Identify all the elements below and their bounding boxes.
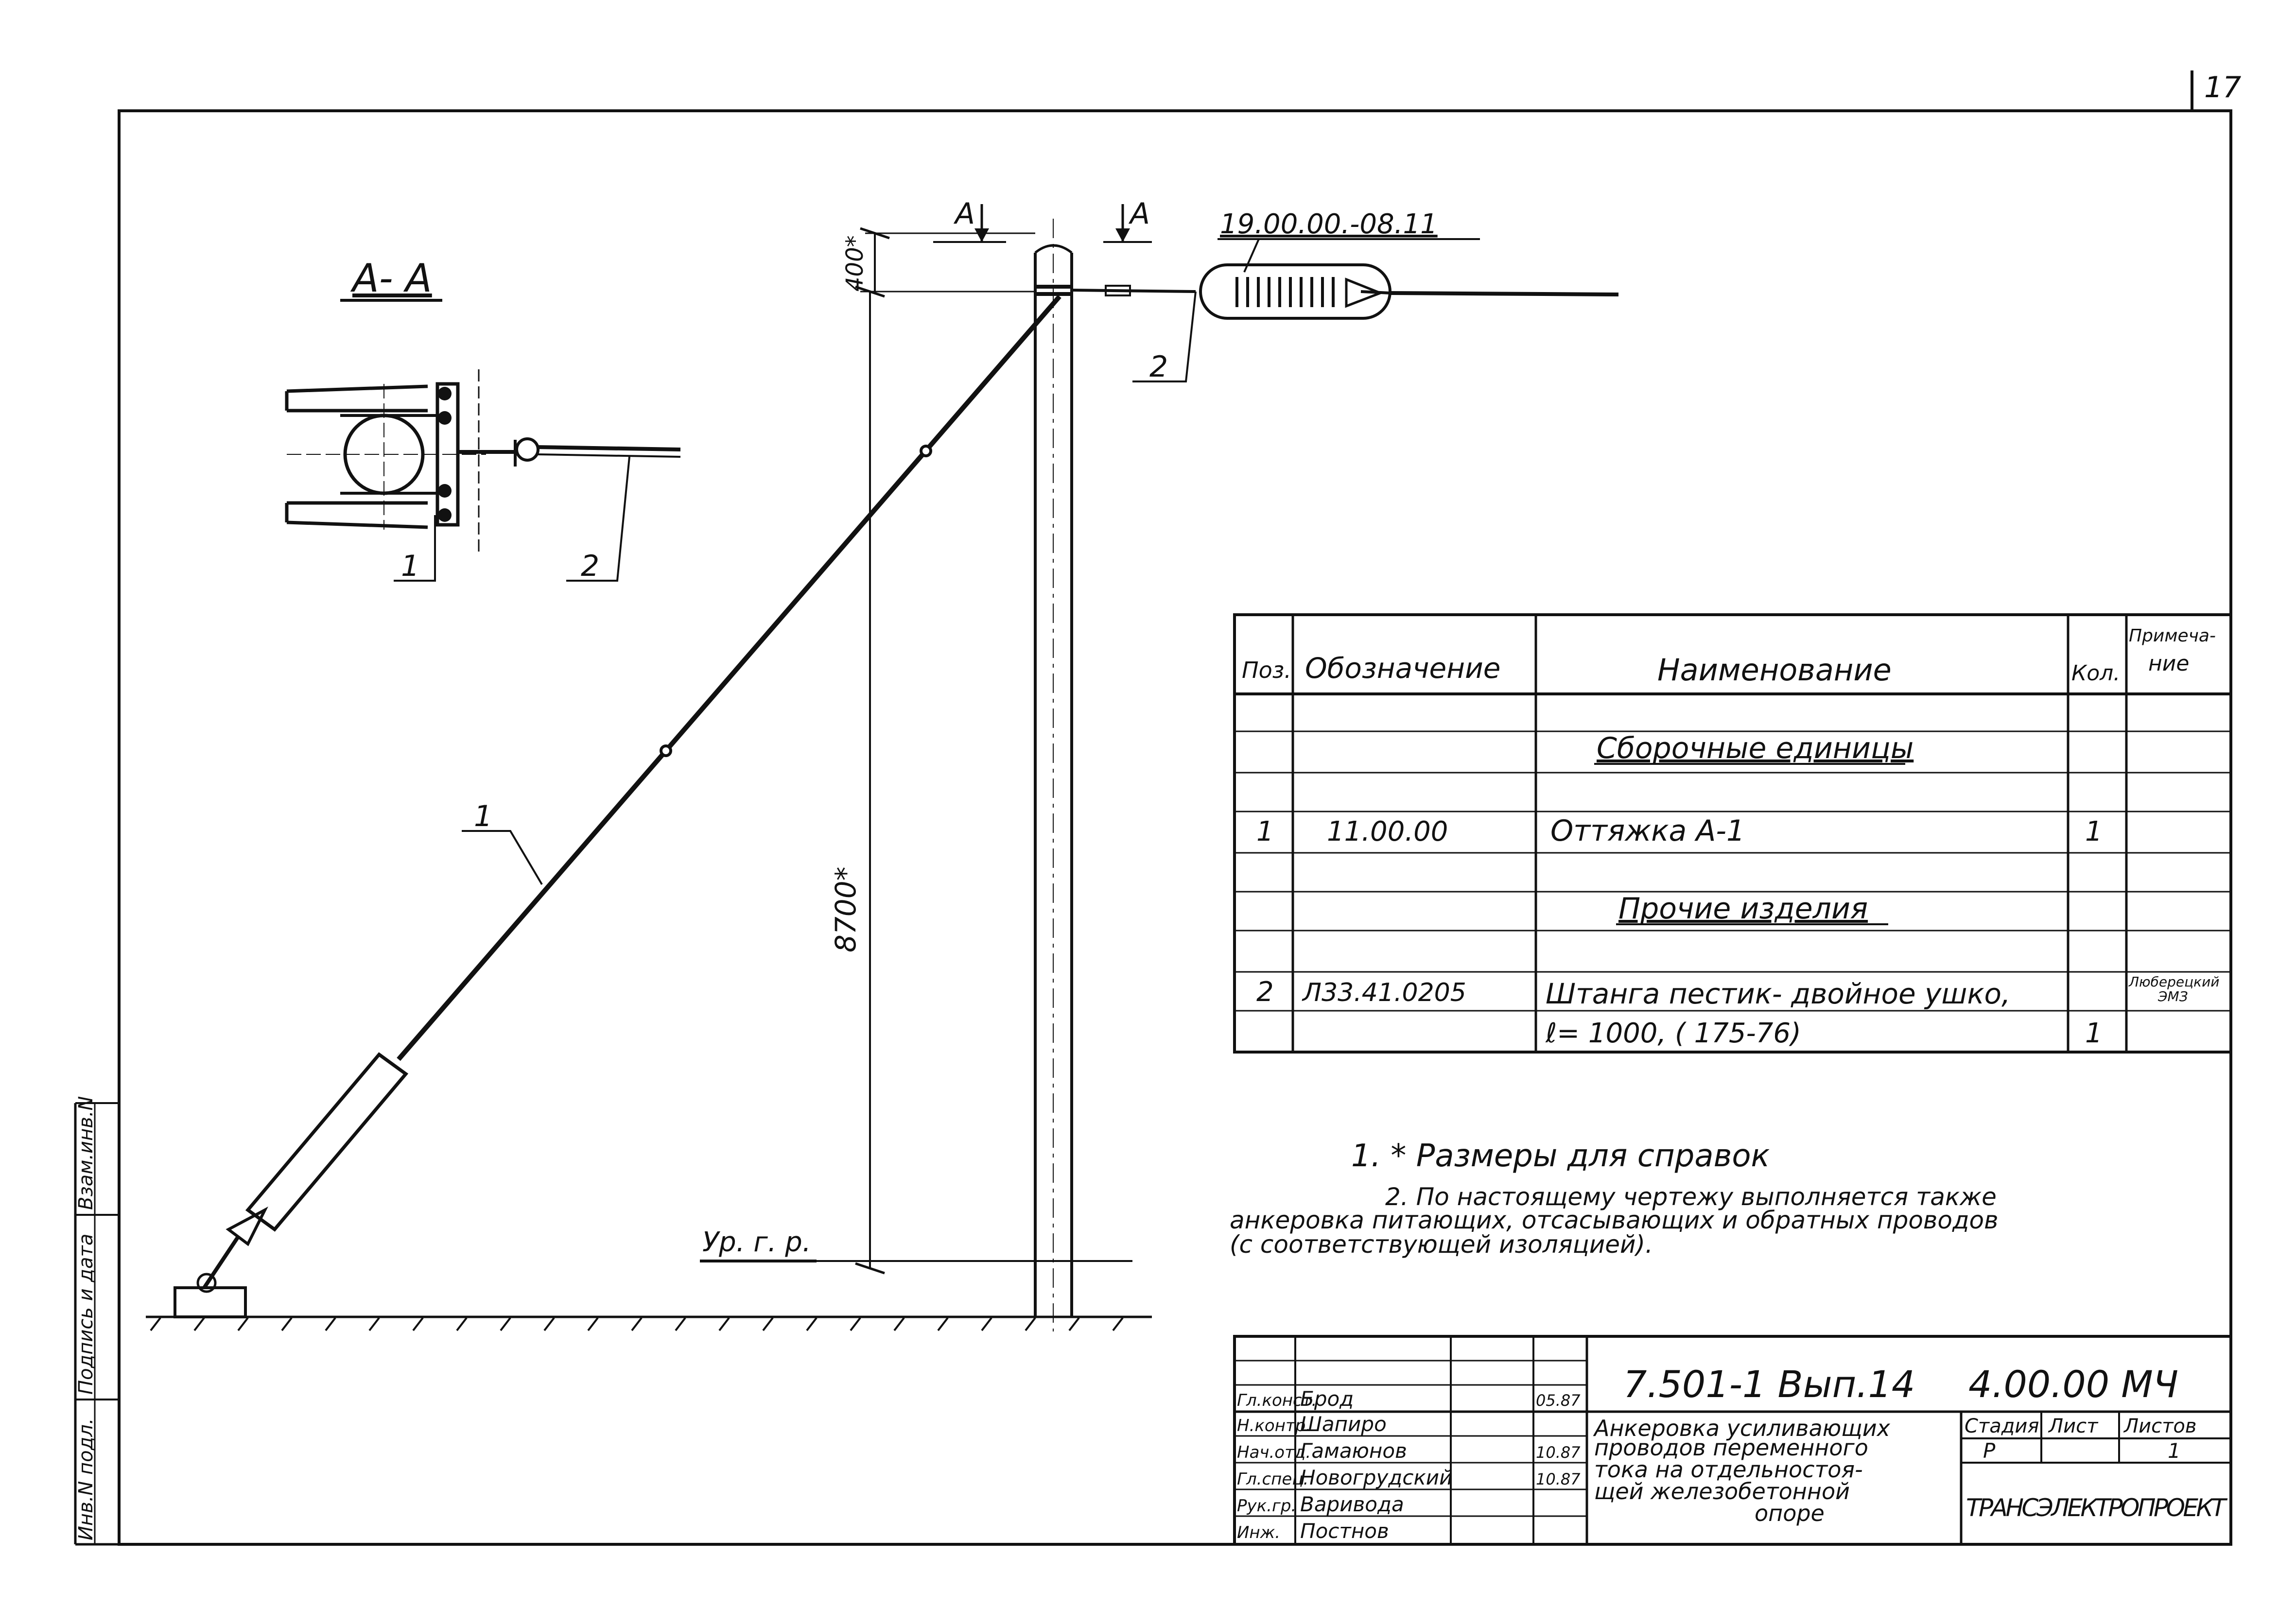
tb-name-4: Варивода — [1300, 1492, 1404, 1516]
tb-date-2: 10.87 — [1536, 1443, 1581, 1462]
tb-name-1: Шапиро — [1300, 1412, 1387, 1436]
note-1: 1. * Размеры для справок — [1351, 1138, 1770, 1174]
stage-label: Стадия — [1965, 1415, 2039, 1437]
row-group-other: Прочие изделия — [1618, 892, 1868, 926]
spec-table: Поз. Обозначение Наименование Кол. Приме… — [1233, 613, 2232, 1054]
tb-role-5: Инж. — [1237, 1523, 1280, 1542]
tb-date-0: 05.87 — [1536, 1391, 1581, 1410]
sheets-value: 1 — [2168, 1439, 2181, 1463]
row2-name: Штанга пестик- двойное ушко, — [1546, 977, 2010, 1010]
tb-role-1: Н.контр. — [1237, 1416, 1311, 1435]
doc-code: 7.501-1 Вып.14 — [1623, 1363, 1915, 1406]
part-number: 4.00.00 МЧ — [1968, 1363, 2178, 1406]
sheets-label: Листов — [2123, 1415, 2196, 1437]
stage-value: Р — [1983, 1439, 1996, 1463]
tb-name-5: Постнов — [1300, 1519, 1389, 1543]
tb-name-3: Новогрудский — [1300, 1466, 1452, 1489]
notes: 1. * Размеры для справок 2. По настоящем… — [1230, 1138, 1999, 1259]
row2-designation: Л33.41.0205 — [1302, 978, 1466, 1007]
tb-name-2: Гамаюнов — [1300, 1439, 1407, 1463]
row-group-assembly: Сборочные единицы — [1597, 731, 1913, 765]
tb-role-3: Гл.спец. — [1237, 1469, 1308, 1489]
th-qty: Кол. — [2071, 661, 2120, 686]
row1-qty: 1 — [2085, 816, 2103, 847]
elevation-view: А А 19.00.00.-08.11 2 1 8700* 400* Ур. г… — [146, 197, 1619, 1331]
section-mark-left: А — [953, 197, 975, 231]
section-title: А- А — [350, 256, 432, 301]
note-4: (с соответствующей изоляцией). — [1230, 1230, 1653, 1259]
drawing-title-4: щей железобетонной — [1594, 1478, 1850, 1504]
row2-pos: 2 — [1256, 976, 1274, 1008]
th-name: Наименование — [1657, 652, 1892, 688]
th-pos: Поз. — [1242, 657, 1291, 683]
sign-date-label: Подпись и дата — [75, 1234, 97, 1395]
wire-callout-2: 2 — [1149, 350, 1168, 384]
section-callout-2: 2 — [581, 549, 599, 583]
guy-callout-1: 1 — [474, 799, 492, 833]
page-number: 17 — [2204, 70, 2241, 104]
tb-date-3: 10.87 — [1536, 1470, 1581, 1488]
organization: ТРАНСЭЛЕКТРОПРОЕКТ — [1966, 1494, 2227, 1522]
th-designation: Обозначение — [1305, 652, 1500, 685]
ground-level-label: Ур. г. р. — [702, 1227, 811, 1258]
section-callout-1: 1 — [401, 549, 419, 583]
row3-qty: 1 — [2085, 1018, 2103, 1049]
drawing-title-5: опоре — [1755, 1500, 1825, 1526]
tb-name-0: Брод — [1300, 1387, 1354, 1411]
dim-height: 8700* — [829, 866, 862, 952]
dim-top: 400* — [841, 235, 869, 292]
tb-role-4: Рук.гр. — [1237, 1496, 1296, 1516]
row2-note-1: Люберецкий — [2128, 974, 2219, 990]
title-block: 7.501-1 Вып.14 4.00.00 МЧ Гл.конст.Брод 0… — [1233, 1335, 2232, 1546]
drawing-title-1: Анкеровка усиливающих — [1593, 1415, 1891, 1441]
drawing-title-2: проводов переменного — [1594, 1434, 1868, 1461]
sheet-label: Лист — [2048, 1415, 2099, 1437]
insulator-part-code: 19.00.00.-08.11 — [1220, 208, 1438, 240]
tb-role-2: Нач.отд. — [1237, 1443, 1311, 1462]
row1-designation: 11.00.00 — [1327, 816, 1448, 847]
th-note-1: Примеча- — [2129, 626, 2216, 646]
note-2: 2. По настоящему чертежу выполняется так… — [1385, 1183, 1997, 1211]
section-view: А- А 1 2 — [285, 256, 681, 583]
drawing-title-3: тока на отдельностоя- — [1594, 1456, 1863, 1483]
row2-note-2: ЭМЗ — [2157, 988, 2188, 1004]
note-3: анкеровка питающих, отсасывающих и обрат… — [1230, 1206, 1999, 1234]
row1-pos: 1 — [1256, 816, 1274, 847]
inv-no-label: Инв.N подл. — [75, 1418, 97, 1540]
tb-role-0: Гл.конст. — [1237, 1391, 1317, 1410]
replace-inv-label: Взам.инв.N — [75, 1096, 97, 1210]
th-note-2: ние — [2148, 651, 2189, 676]
row3-name: ℓ= 1000, ( 175-76) — [1545, 1018, 1801, 1049]
section-mark-right: А — [1128, 197, 1150, 231]
row1-name: Оттяжка А-1 — [1550, 814, 1745, 848]
sheet-frame — [118, 109, 2232, 1546]
